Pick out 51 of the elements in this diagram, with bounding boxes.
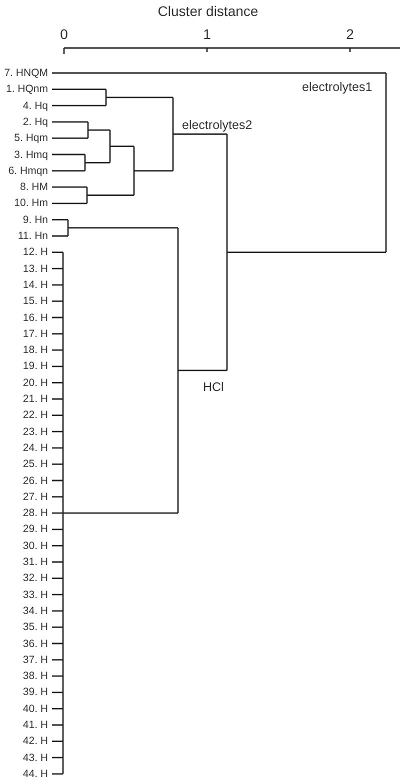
leaf-label: 40. H: [22, 702, 48, 715]
leaf-label: 14. H: [22, 278, 48, 291]
leaf-label: 4. Hq: [22, 100, 48, 112]
cluster-label: electrolytes2: [182, 118, 252, 132]
axis-title: Cluster distance: [156, 2, 260, 20]
leaf-label: 2. Hq: [22, 116, 48, 128]
leaf-label: 8. HM: [18, 181, 48, 194]
leaf-label: 17. H: [22, 328, 48, 340]
leaf-label: 44. H: [22, 768, 48, 780]
leaf-label: 16. H: [22, 312, 48, 324]
leaf-label: 41. H: [22, 719, 48, 731]
leaf-label: 1. HQnm: [4, 83, 48, 96]
leaf-label: 9. Hn: [22, 214, 48, 226]
leaf-label: 5. Hqm: [13, 132, 48, 144]
leaf-label: 26. H: [22, 474, 48, 486]
leaf-label: 33. H: [22, 588, 48, 601]
leaf-label: 43. H: [22, 752, 48, 764]
leaf-label: 15. H: [22, 295, 48, 308]
tick-label: 2: [345, 26, 355, 42]
leaf-label: 23. H: [22, 426, 48, 438]
leaf-label: 32. H: [22, 572, 48, 584]
leaf-label: 21. H: [22, 393, 48, 405]
leaf-label: 24. H: [22, 442, 48, 454]
leaf-label: 22. H: [22, 409, 48, 422]
leaf-label: 27. H: [22, 490, 48, 503]
leaf-label: 25. H: [22, 458, 48, 470]
leaf-label: 29. H: [22, 523, 48, 536]
leaf-label: 6. Hmqn: [7, 164, 48, 177]
cluster-label: electrolytes1: [302, 80, 372, 94]
leaf-label: 18. H: [22, 344, 48, 356]
leaf-label: 13. H: [22, 262, 48, 275]
leaf-label: 3. Hmq: [13, 148, 48, 160]
leaf-label: 31. H: [22, 556, 48, 568]
cluster-label: HCl: [203, 380, 224, 394]
leaf-label: 7. HNQM: [3, 67, 48, 79]
leaf-label: 30. H: [22, 540, 48, 552]
leaf-label: 38. H: [22, 670, 48, 682]
leaf-label: 19. H: [22, 360, 48, 372]
leaf-label: 28. H: [22, 507, 48, 520]
tick-label: 0: [59, 26, 69, 42]
leaf-label: 10. Hm: [13, 197, 48, 210]
leaf-label: 34. H: [22, 604, 48, 617]
leaf-label: 11. Hn: [16, 230, 48, 242]
leaf-label: 37. H: [22, 654, 48, 666]
leaf-label: 35. H: [22, 621, 48, 634]
tick-label: 1: [202, 26, 212, 42]
leaf-label: 12. H: [22, 246, 48, 258]
leaf-label: 39. H: [22, 686, 48, 698]
leaf-label: 42. H: [22, 735, 48, 748]
leaf-label: 20. H: [22, 376, 48, 389]
leaf-label: 36. H: [22, 638, 48, 650]
